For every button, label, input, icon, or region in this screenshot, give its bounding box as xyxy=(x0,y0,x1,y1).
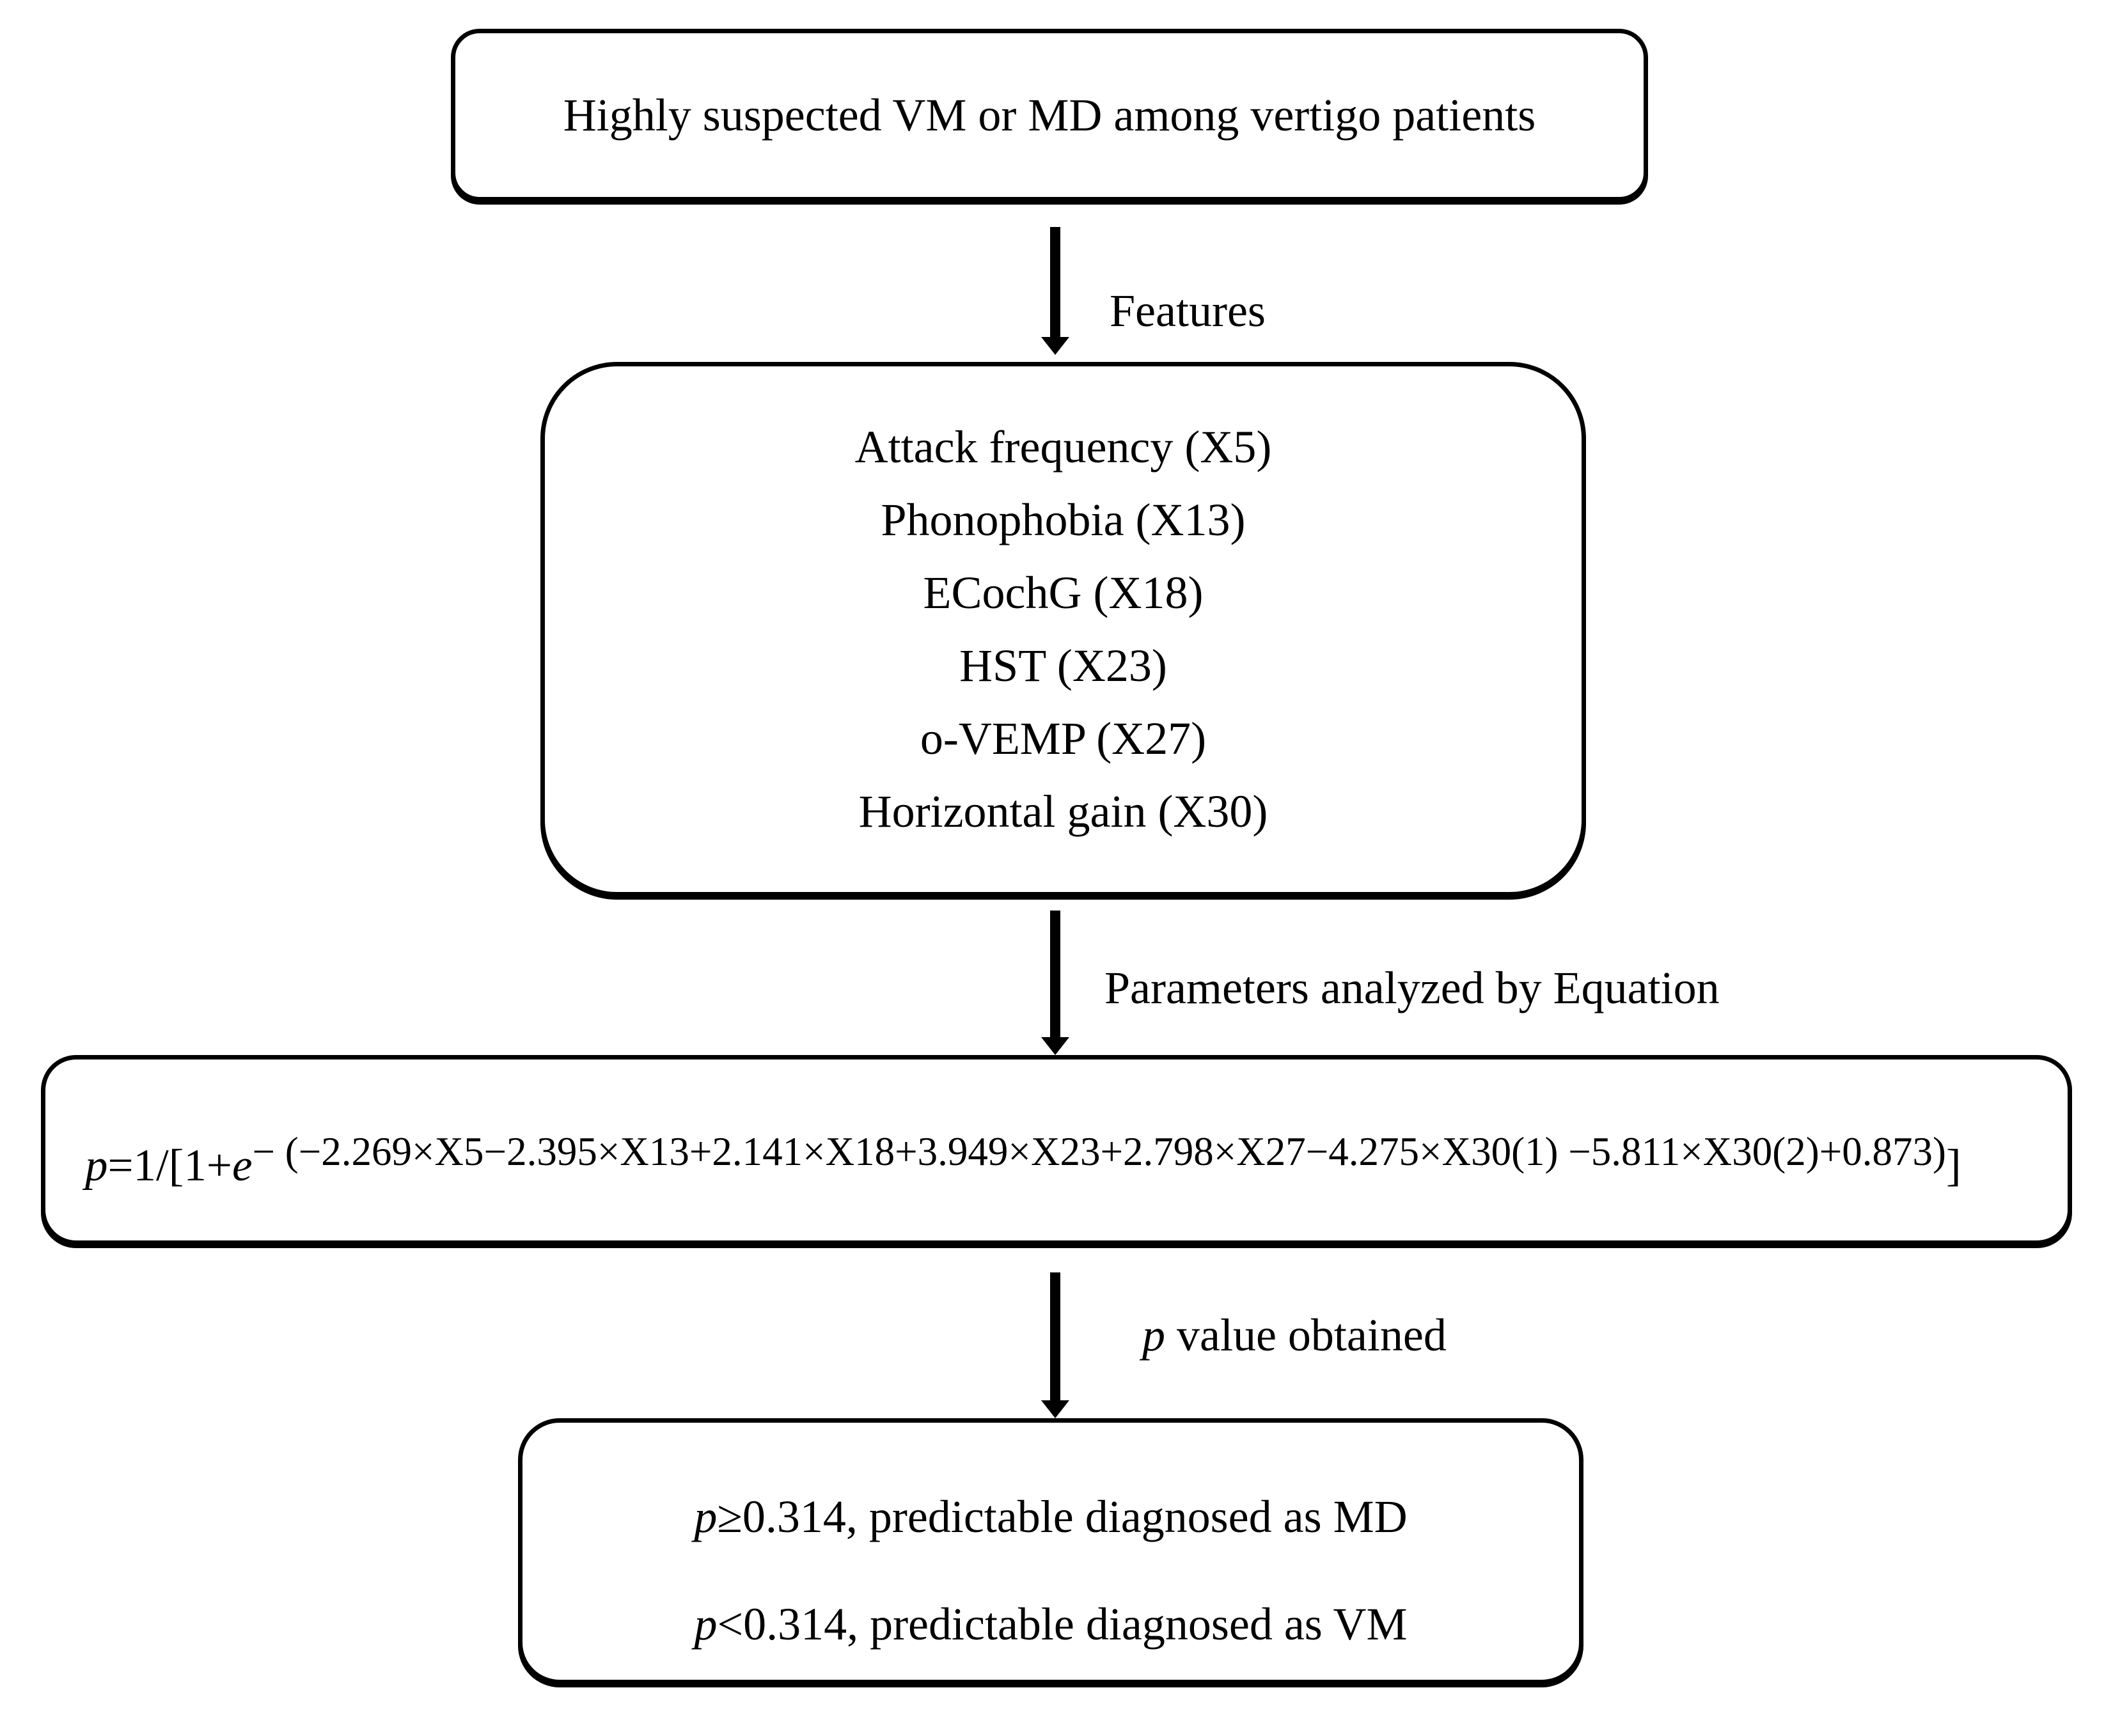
features-box: Attack frequency (X5) Phonophobia (X13) … xyxy=(540,362,1586,896)
diagnosis-vm-variable: p xyxy=(694,1599,718,1650)
arrow-head-icon xyxy=(1041,337,1069,355)
equation-close-bracket: ] xyxy=(1945,1140,1961,1191)
arrow-features xyxy=(1041,227,1069,355)
equation-prefix: =1/[1+ xyxy=(107,1140,232,1191)
arrow-head-icon xyxy=(1041,1037,1069,1055)
diagnosis-vm-text: <0.314, predictable diagnosed as VM xyxy=(717,1599,1408,1650)
equation-e-base: e xyxy=(232,1140,253,1191)
feature-item: Phonophobia (X13) xyxy=(881,494,1246,545)
feature-item: HST (X23) xyxy=(959,640,1167,691)
diagnosis-md-variable: p xyxy=(694,1491,718,1542)
equation-box: p=1/[1+e− (−2.269×X5−2.395×X13+2.141×X18… xyxy=(41,1055,2072,1245)
equation-exponent: − (−2.269×X5−2.395×X13+2.141×X18+3.949×X… xyxy=(252,1129,1946,1174)
feature-item: o-VEMP (X27) xyxy=(920,713,1207,764)
arrow-shaft xyxy=(1050,227,1060,337)
feature-item: Horizontal gain (X30) xyxy=(858,786,1268,837)
diagnosis-md-text: ≥0.314, predictable diagnosed as MD xyxy=(717,1491,1408,1542)
feature-item: Attack frequency (X5) xyxy=(854,421,1272,473)
arrow-shaft xyxy=(1050,911,1060,1037)
start-box-text: Highly suspected VM or MD among vertigo … xyxy=(563,90,1536,141)
arrow-label-features: Features xyxy=(1110,285,1266,336)
arrow-p-value xyxy=(1041,1272,1069,1418)
feature-item: ECochG (X18) xyxy=(923,567,1204,618)
arrow-label-parameters: Parameters analyzed by Equation xyxy=(1104,962,1720,1013)
arrow-shaft xyxy=(1050,1272,1060,1400)
p-value-label-variable: p xyxy=(1142,1310,1165,1361)
equation: p=1/[1+e− (−2.269×X5−2.395×X13+2.141×X18… xyxy=(85,1131,1961,1198)
arrow-parameters xyxy=(1041,911,1069,1055)
start-box: Highly suspected VM or MD among vertigo … xyxy=(451,29,1648,201)
arrow-label-p-value: p value obtained xyxy=(1142,1312,1447,1358)
p-value-label-text: value obtained xyxy=(1165,1310,1447,1361)
diagnosis-line-md: p≥0.314, predictable diagnosed as MD xyxy=(694,1494,1407,1540)
diagnosis-box: p≥0.314, predictable diagnosed as MD p<0… xyxy=(518,1418,1583,1684)
arrow-head-icon xyxy=(1041,1400,1069,1418)
equation-p-variable: p xyxy=(85,1140,108,1191)
diagnosis-line-vm: p<0.314, predictable diagnosed as VM xyxy=(694,1601,1407,1647)
